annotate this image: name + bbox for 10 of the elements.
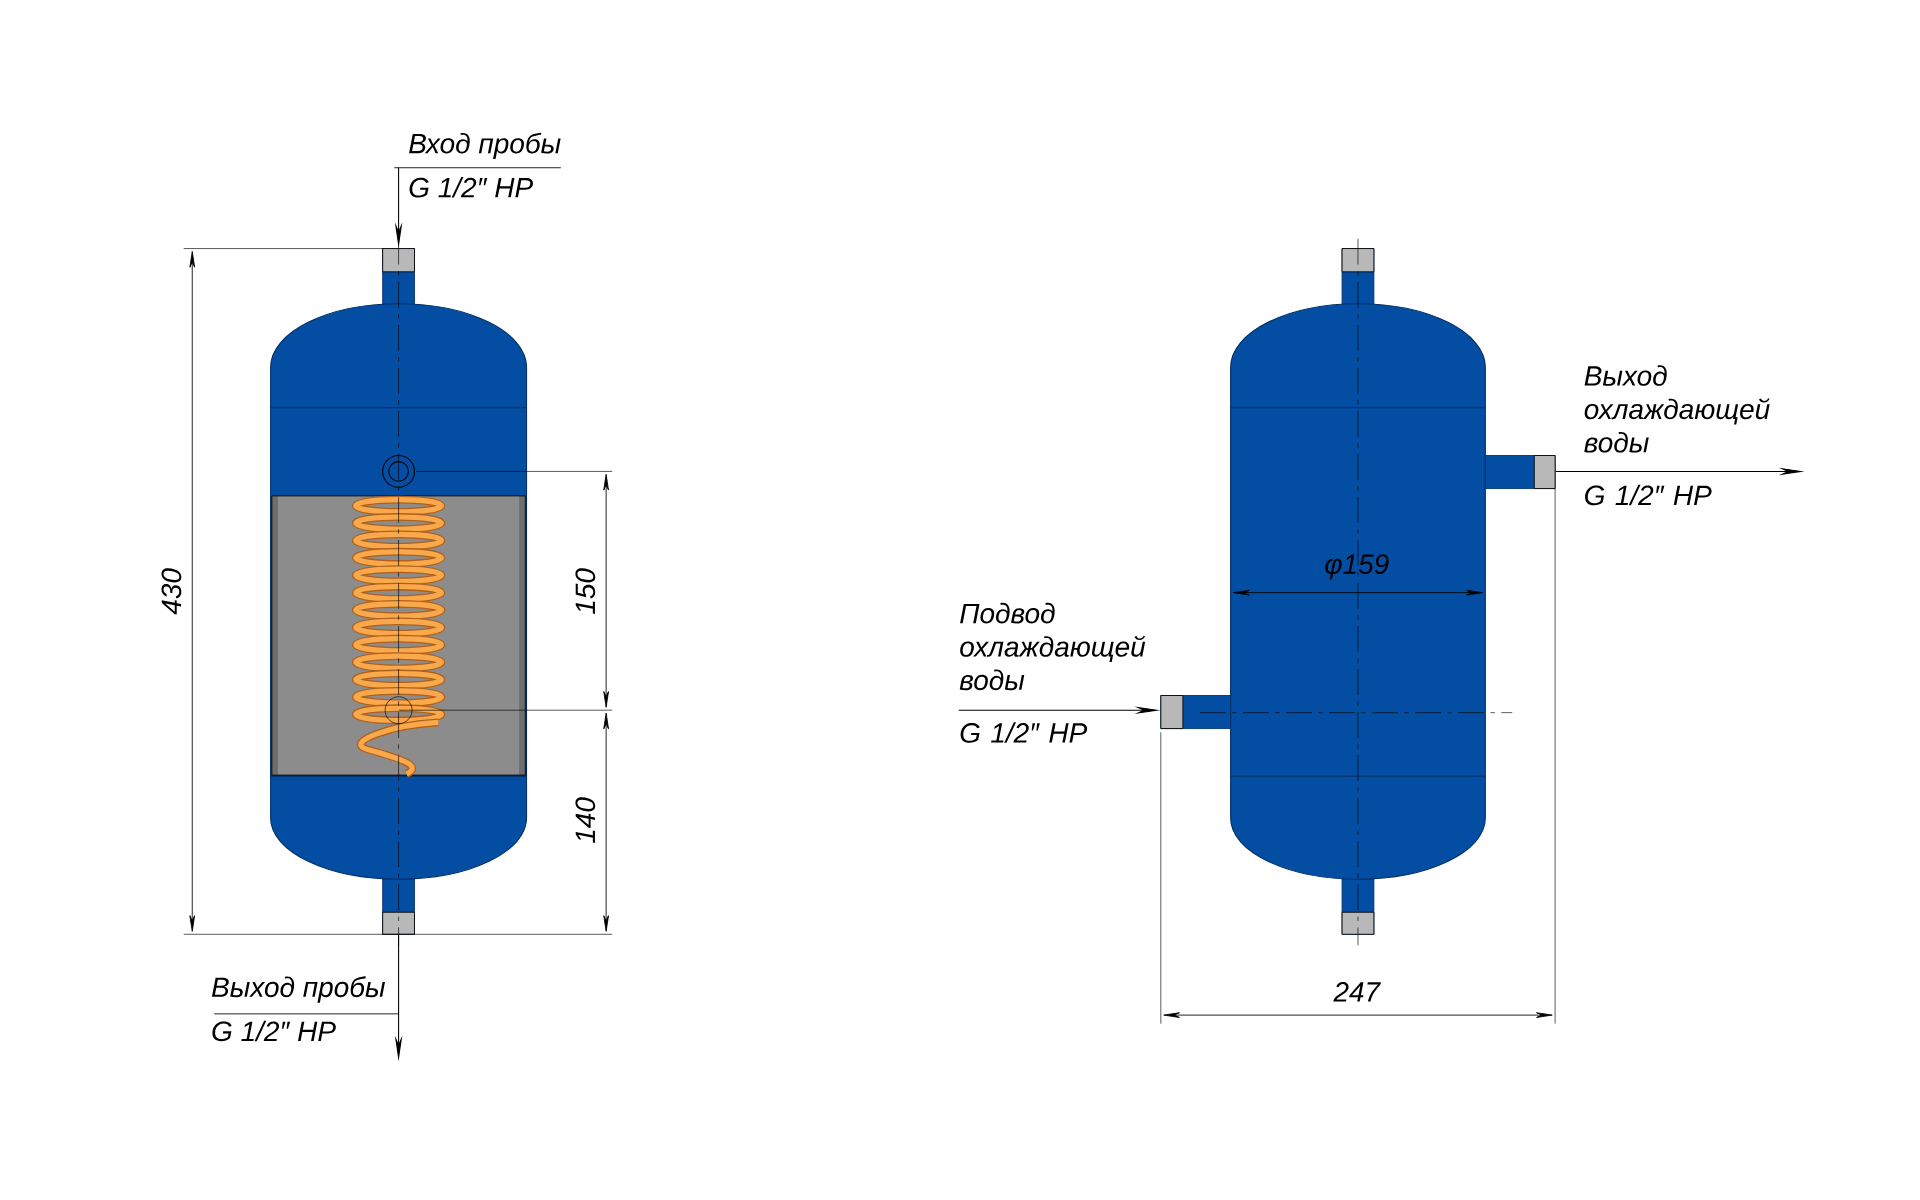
dimension-label: 247 — [1333, 982, 1381, 1002]
vessel-drawing — [1160, 238, 1556, 946]
callout-label: Выход охлаждающей воды G 1/2″ НР — [1584, 365, 1770, 506]
dimension-label: 430 — [161, 568, 182, 615]
callout-label: Подвод охлаждающей воды G 1/2″ НР — [959, 602, 1146, 743]
dimension-label: φ159 — [1325, 554, 1389, 580]
dimension-label: 140 — [575, 797, 596, 844]
dimension-label: 150 — [575, 568, 596, 615]
callout-label: Выход пробы G 1/2″ НР — [211, 976, 385, 1042]
callout-label: Вход пробы G 1/2″ НР — [409, 132, 561, 198]
